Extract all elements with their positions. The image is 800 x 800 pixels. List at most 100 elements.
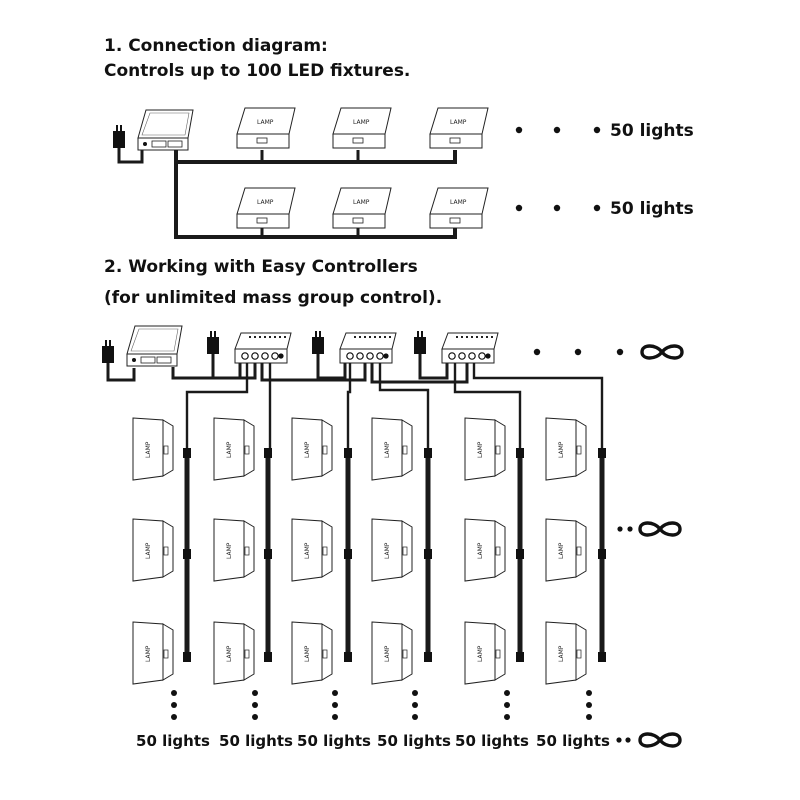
lamp-label: LAMP	[226, 542, 233, 559]
data-cable	[260, 363, 367, 382]
power-plug-icon	[102, 340, 114, 363]
lamp-label: LAMP	[558, 645, 565, 662]
data-cable	[370, 363, 469, 384]
continuation-dot	[553, 126, 561, 134]
lamp-label: LAMP	[384, 645, 391, 662]
cable-connector	[424, 652, 432, 662]
continuation-dot	[593, 126, 601, 134]
lamp-fixture: LAMP	[213, 621, 255, 685]
easy-controller	[234, 332, 292, 364]
power-cord	[418, 354, 449, 380]
lamp-label: LAMP	[450, 119, 467, 126]
continuation-dot	[332, 690, 338, 696]
lamp-label: LAMP	[477, 542, 484, 559]
continuation-dot	[412, 702, 418, 708]
lamp-label: LAMP	[257, 199, 274, 206]
cable-connector	[264, 549, 272, 559]
cable-connector	[424, 448, 432, 458]
data-cable	[185, 363, 249, 455]
cable-connector	[344, 549, 352, 559]
continuation-dot	[625, 737, 631, 743]
lamp-fixture: LAMP	[545, 518, 587, 582]
cable-connector	[516, 652, 524, 662]
continuation-dot	[171, 714, 177, 720]
continuation-dot	[504, 714, 510, 720]
section1-title: 1. Connection diagram:	[104, 36, 328, 56]
continuation-dot	[412, 690, 418, 696]
continuation-dot	[252, 714, 258, 720]
lamp-fixture: LAMP	[291, 518, 333, 582]
light-count-label: 50 lights	[610, 121, 694, 141]
continuation-dot	[616, 737, 622, 743]
cable-connector	[183, 549, 191, 559]
cable-connector	[598, 549, 606, 559]
lamp-label: LAMP	[257, 119, 274, 126]
continuation-dot	[504, 702, 510, 708]
lamp-label: LAMP	[145, 441, 152, 458]
lamp-fixture: LAMP	[132, 621, 174, 685]
lamp-fixture: LAMP	[464, 621, 506, 685]
continuation-dot	[617, 526, 623, 532]
light-count-label: 50 lights	[455, 732, 529, 750]
cable-connector	[264, 448, 272, 458]
master-controller	[126, 325, 183, 367]
continuation-dot	[171, 702, 177, 708]
cable-connector	[516, 448, 524, 458]
light-count-label: 50 lights	[536, 732, 610, 750]
continuation-dot	[515, 126, 523, 134]
power-cord	[117, 148, 144, 164]
lamp-fixture: LAMP	[236, 107, 296, 149]
power-cord	[316, 354, 347, 380]
lamp-fixture: LAMP	[545, 417, 587, 481]
lamp-fixture: LAMP	[332, 107, 392, 149]
data-cable	[174, 162, 457, 239]
lamp-label: LAMP	[226, 645, 233, 662]
lamp-label: LAMP	[304, 645, 311, 662]
lamp-label: LAMP	[384, 542, 391, 559]
lamp-label: LAMP	[304, 441, 311, 458]
lamp-label: LAMP	[477, 645, 484, 662]
cable-connector	[598, 652, 606, 662]
continuation-dot	[553, 204, 561, 212]
power-cord	[106, 363, 136, 382]
lamp-label: LAMP	[145, 645, 152, 662]
continuation-dot	[616, 348, 624, 356]
cable-connector	[183, 448, 191, 458]
light-count-label: 50 lights	[136, 732, 210, 750]
power-plug-icon	[312, 331, 324, 354]
cable-connector	[183, 652, 191, 662]
lamp-fixture: LAMP	[545, 621, 587, 685]
lamp-fixture: LAMP	[236, 187, 296, 229]
light-count-label: 50 lights	[377, 732, 451, 750]
power-plug-icon	[113, 125, 125, 148]
lamp-fixture: LAMP	[464, 417, 506, 481]
lamp-fixture: LAMP	[213, 417, 255, 481]
light-count-label: 50 lights	[219, 732, 293, 750]
lamp-label: LAMP	[353, 199, 370, 206]
data-cable	[378, 363, 430, 455]
infinity-icon	[638, 521, 682, 537]
cable-connector	[264, 652, 272, 662]
cable-connector	[516, 549, 524, 559]
lamp-label: LAMP	[145, 542, 152, 559]
lamp-fixture: LAMP	[132, 417, 174, 481]
cable-connector	[598, 448, 606, 458]
lamp-label: LAMP	[226, 441, 233, 458]
easy-controller	[339, 332, 397, 364]
continuation-dot	[574, 348, 582, 356]
continuation-dot	[504, 690, 510, 696]
infinity-icon	[640, 344, 684, 360]
lamp-fixture: LAMP	[213, 518, 255, 582]
continuation-dot	[533, 348, 541, 356]
lamp-label: LAMP	[558, 441, 565, 458]
light-count-label: 50 lights	[297, 732, 371, 750]
power-plug-icon	[207, 331, 219, 354]
section1-subtitle: Controls up to 100 LED fixtures.	[104, 61, 411, 81]
continuation-dot	[332, 702, 338, 708]
data-cable	[346, 363, 352, 455]
data-cable	[453, 363, 522, 455]
lamp-fixture: LAMP	[132, 518, 174, 582]
lamp-fixture: LAMP	[464, 518, 506, 582]
cable-connector	[344, 448, 352, 458]
continuation-dot	[171, 690, 177, 696]
